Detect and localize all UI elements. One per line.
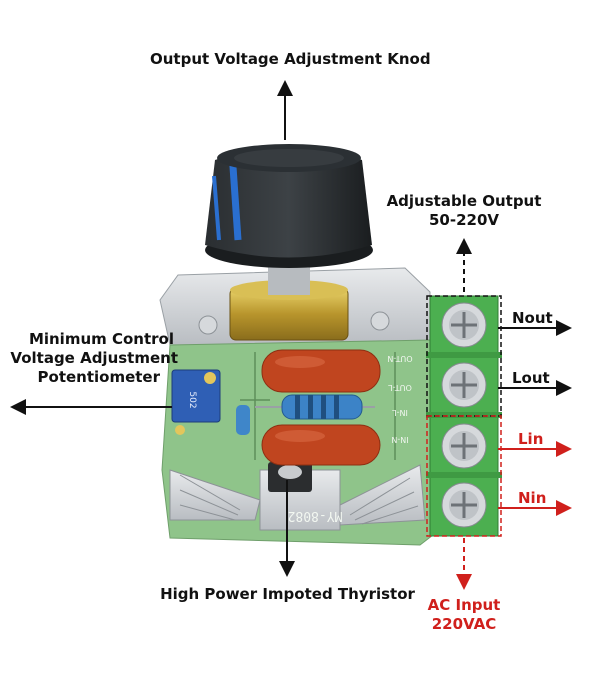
ac-input-line2: 220VAC [431,615,497,633]
min-control-line3: Potentiometer [37,368,160,386]
terminal-screw-1 [441,302,487,348]
pot-marking: 502 [187,391,197,408]
knob [205,144,373,295]
terminal-screw-3 [441,423,487,469]
min-control-line1: Minimum Control [28,330,174,348]
terminal-screw-4 [441,482,487,528]
ac-input-line1: AC Input [427,596,501,614]
capacitor-top [261,349,381,393]
terminal-label-nin: Nin [518,489,547,507]
pin-label-out-n: OUT-N [387,354,412,363]
terminal-label-nout: Nout [512,309,553,327]
terminal-screw-2 [441,362,487,408]
thyristor [268,462,312,492]
thyristor-label: High Power Impoted Thyristor [160,585,415,603]
board-marking: MY-8082 [288,508,343,523]
adjustable-output-label: Adjustable Output 50-220V [382,192,546,230]
pin-label-in-l: IN-L [392,408,408,417]
input-terminals-outline [426,415,502,537]
knob-label: Output Voltage Adjustment Knod [150,50,431,68]
pin-labels: OUT-N OUT-L IN-L IN-N [387,354,412,444]
small-resistor [236,405,250,435]
trimmer-potentiometer: 502 [171,369,221,435]
output-terminals-outline [426,295,502,417]
adjustable-output-line2: 50-220V [428,211,500,229]
adjustable-output-line1: Adjustable Output [386,192,542,210]
pin-label-in-n: IN-N [391,435,408,444]
annotation-arrows [10,80,572,590]
ac-input-label: AC Input 220VAC [414,596,514,634]
resistor [255,394,375,420]
terminal-label-lin: Lin [518,430,544,448]
terminal-label-lout: Lout [512,369,550,387]
pin-label-out-l: OUT-L [388,383,412,392]
min-control-line2: Voltage Adjustment [10,349,178,367]
terminal-block [426,295,502,537]
min-control-label: Minimum Control Voltage Adjustment Poten… [8,330,178,387]
capacitor-bottom [261,424,381,466]
